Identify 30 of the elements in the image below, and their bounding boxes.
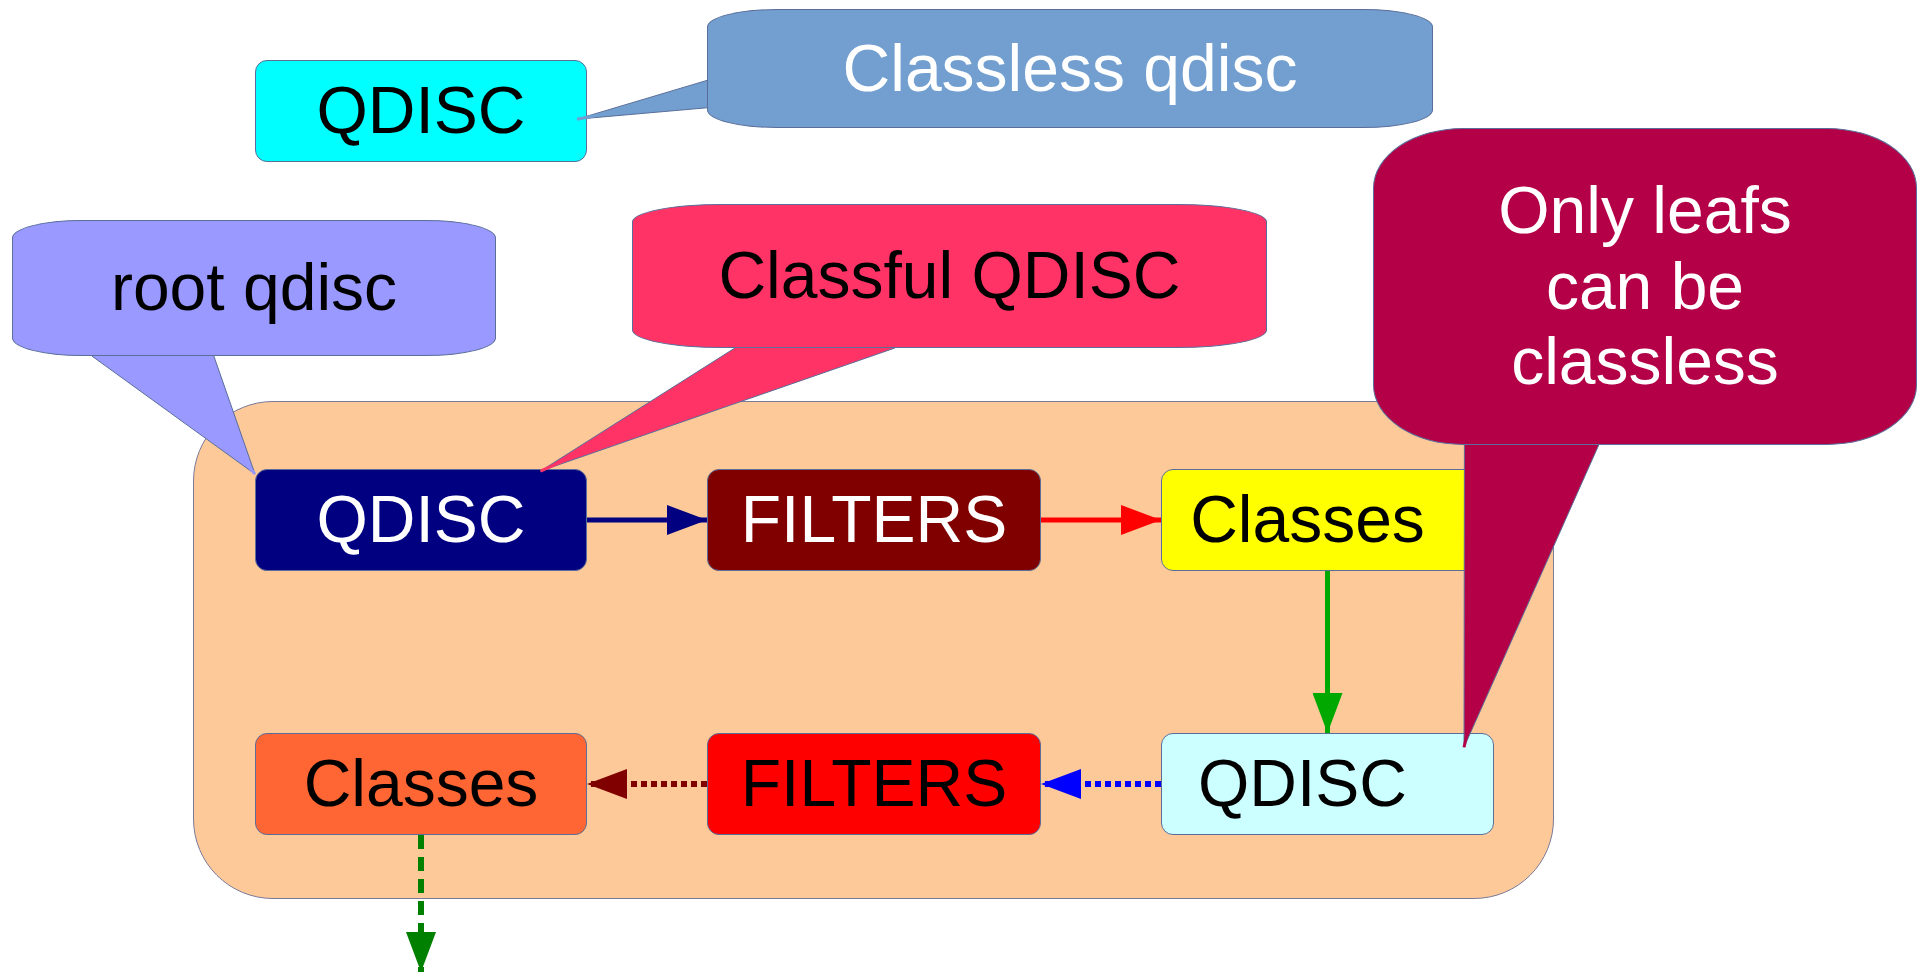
process-box — [1161, 733, 1494, 835]
callout-pointer — [539, 346, 896, 473]
node-label: Classful QDISC — [718, 238, 1181, 314]
process-box — [255, 469, 587, 571]
node-label: Classless qdisc — [842, 30, 1298, 107]
process-box — [255, 733, 587, 835]
process-box — [255, 60, 587, 162]
arrow — [406, 835, 436, 972]
speech-bubble — [1373, 128, 1917, 445]
node-label: QDISC — [1198, 746, 1407, 822]
node-label: QDISC — [316, 482, 526, 558]
node-label: QDISC — [316, 73, 526, 149]
callout-pointer — [576, 79, 708, 121]
callout-pointer — [91, 355, 257, 476]
node-label: Classes — [303, 746, 539, 822]
arrow — [1312, 571, 1343, 733]
arrow — [1041, 505, 1161, 535]
node-label: root qdisc — [110, 250, 398, 326]
process-box — [707, 469, 1041, 571]
node-label: FILTERS — [740, 482, 1008, 558]
arrow — [587, 769, 707, 799]
arrow — [1041, 769, 1161, 799]
node-label: Classes — [1190, 482, 1425, 558]
node-label: Only leafs can be classless — [1497, 172, 1793, 401]
node-label: FILTERS — [740, 746, 1008, 822]
arrow — [587, 505, 707, 535]
group-panel — [193, 401, 1554, 899]
process-box — [707, 733, 1041, 835]
speech-bubble — [707, 9, 1433, 128]
callout-pointer — [1462, 444, 1600, 748]
